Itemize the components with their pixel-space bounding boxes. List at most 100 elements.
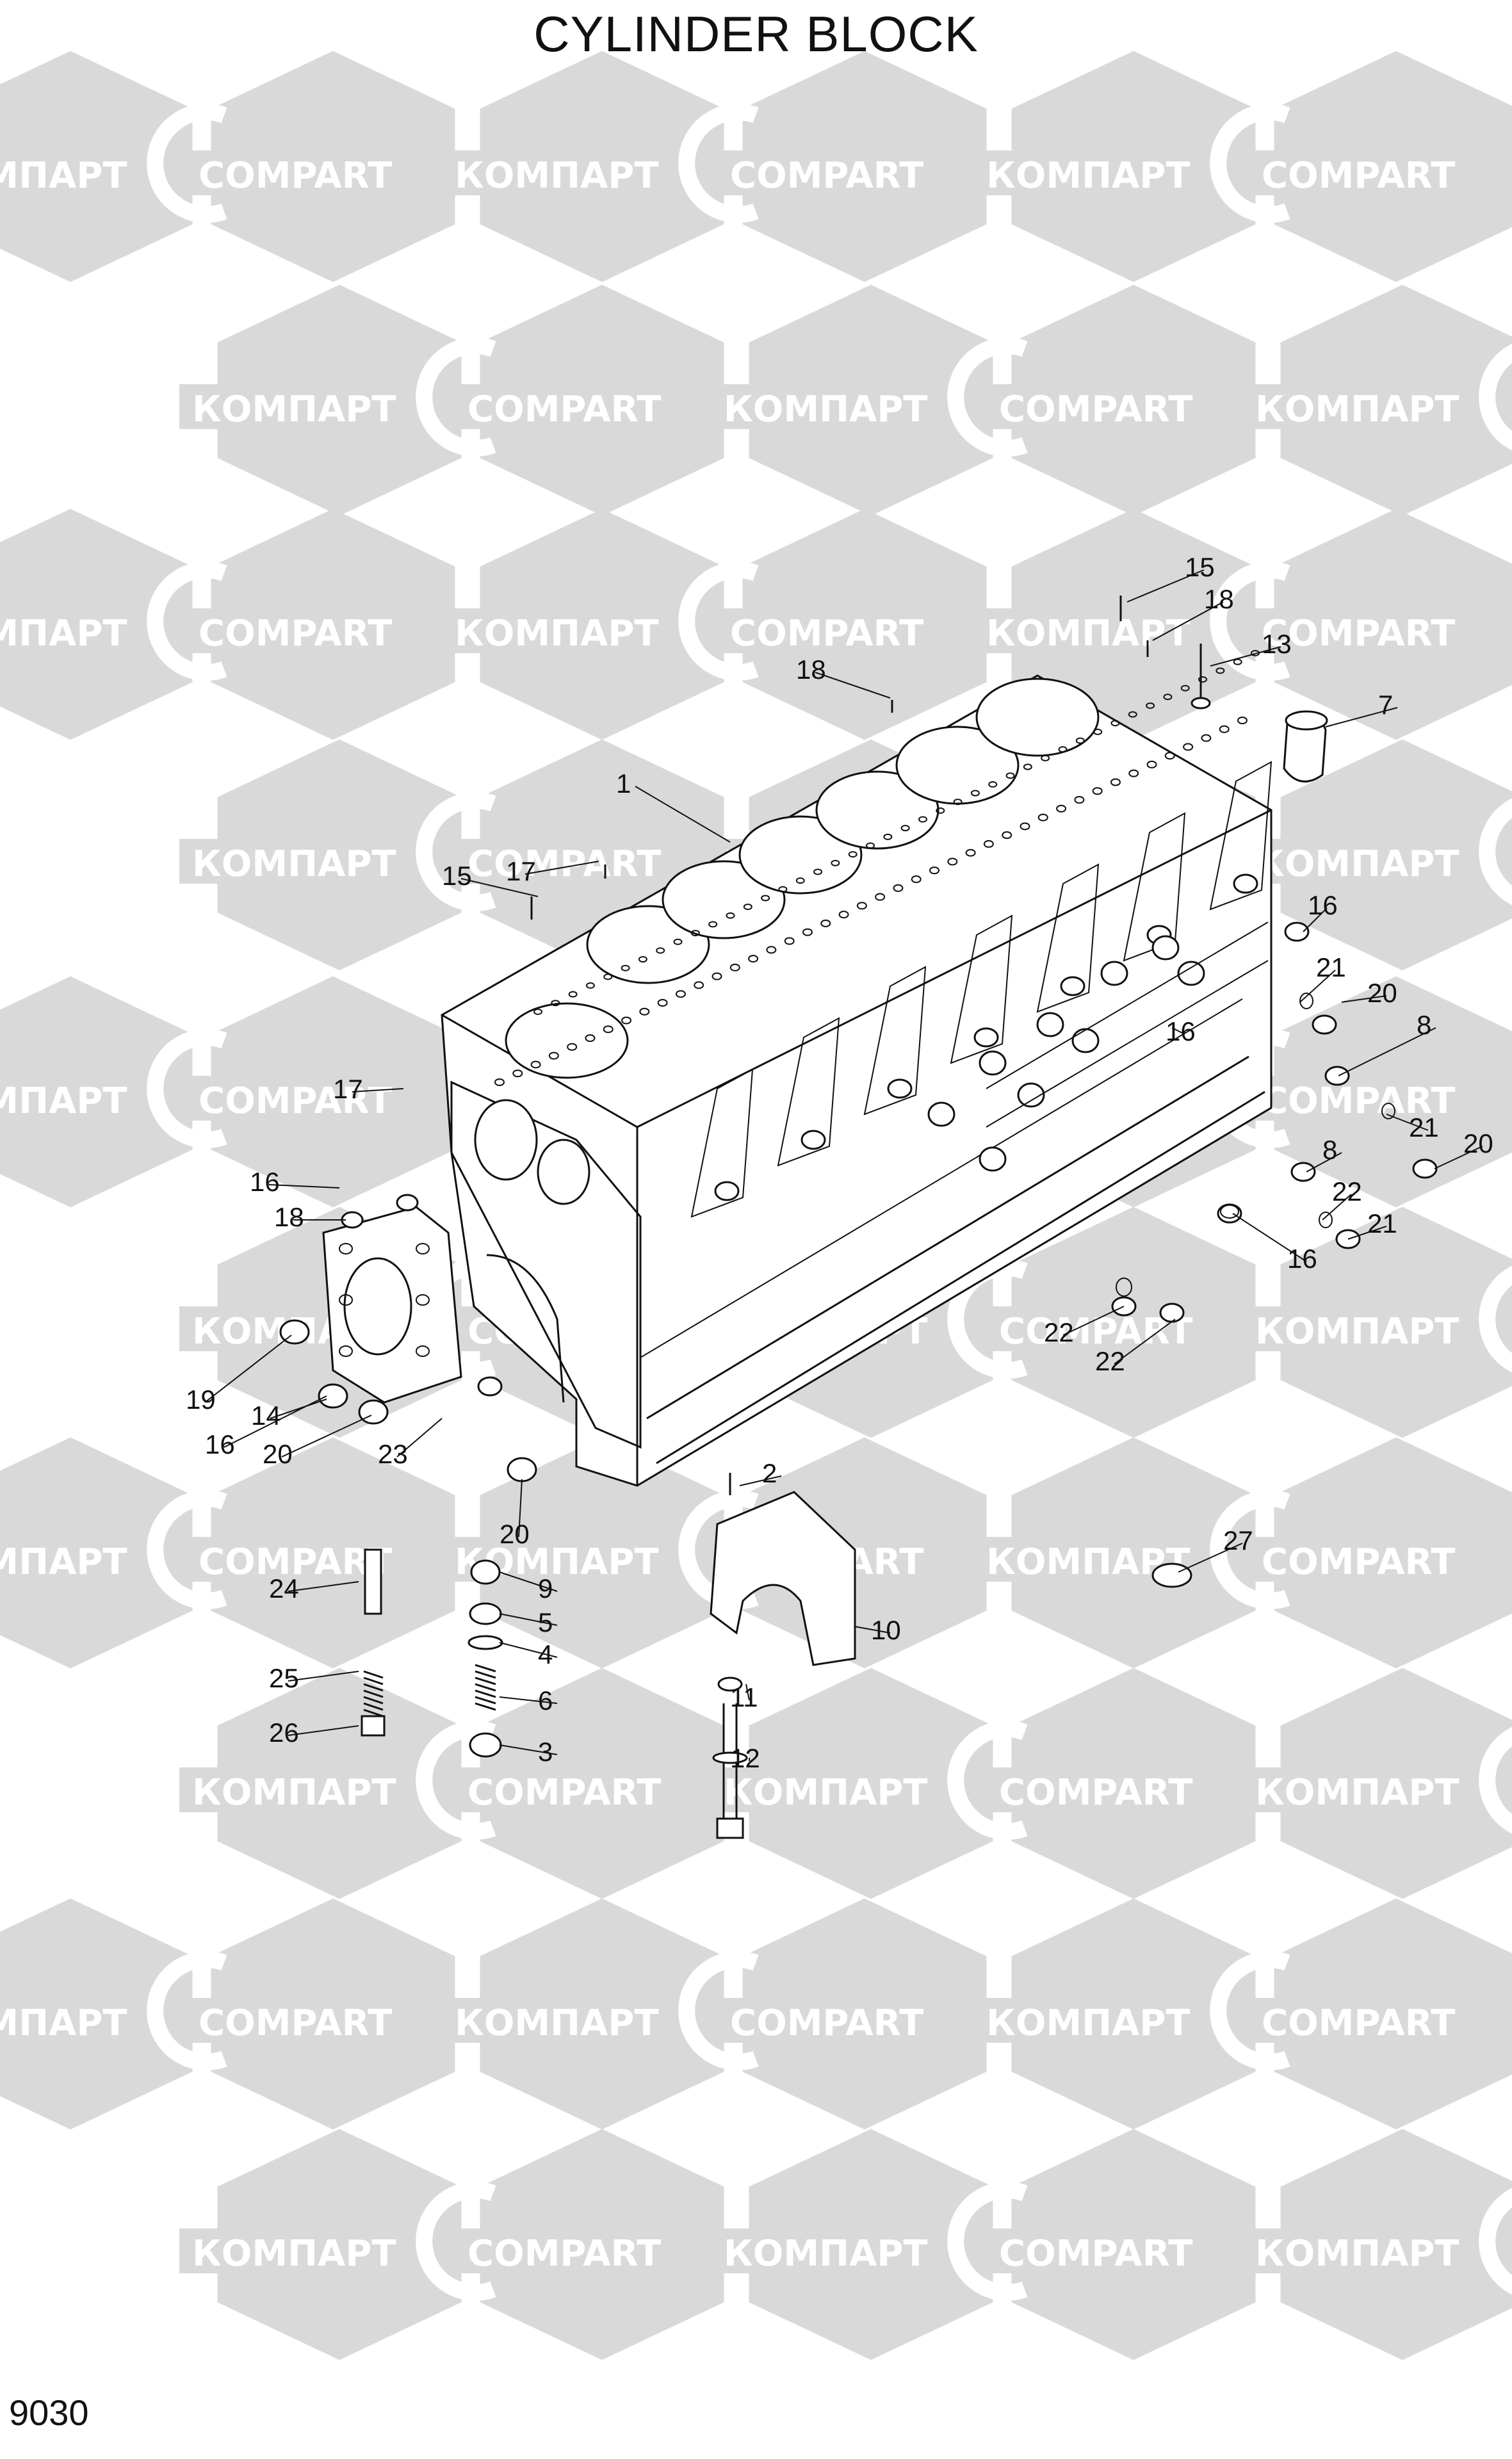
bolt-hole <box>690 930 700 937</box>
gallery-boss <box>979 1146 1007 1172</box>
callout-number: 21 <box>1409 1112 1439 1142</box>
crank-web <box>1209 761 1272 911</box>
callout: 16 <box>1232 1213 1317 1274</box>
flange-bolt-hole <box>416 1243 430 1254</box>
callout: 20 <box>1341 978 1397 1008</box>
bolt-hole <box>585 982 595 989</box>
bolt-collar <box>712 1751 748 1764</box>
seat <box>469 1602 502 1625</box>
callout-number: 22 <box>1095 1346 1125 1376</box>
leader-line <box>1306 1152 1342 1173</box>
callout: 7 <box>1325 690 1398 727</box>
bolt-hole <box>1180 685 1190 692</box>
bolt-hole <box>813 868 823 875</box>
bolt-hole <box>936 807 945 814</box>
watermark-logo: КОМПАРТ COMPART <box>0 508 493 740</box>
bolt-hole <box>638 956 647 963</box>
bolt-hole <box>548 1051 559 1060</box>
bolt-hole <box>1075 737 1085 744</box>
callout-number: 16 <box>205 1429 235 1459</box>
leader-line <box>396 1418 443 1457</box>
bolt-hole <box>639 1007 650 1016</box>
bolt-hole <box>1198 676 1208 683</box>
relief-plug <box>361 1715 386 1737</box>
plug <box>396 1194 419 1212</box>
bolt-hole <box>673 938 683 945</box>
callout-number: 16 <box>250 1167 280 1197</box>
bolt-hole <box>1146 702 1155 709</box>
callout: 16 <box>250 1167 340 1197</box>
leader-line <box>1386 1114 1429 1131</box>
leader-line <box>1347 1226 1387 1240</box>
watermark-text-latin: COMPART <box>199 613 392 654</box>
leader-line <box>499 1642 558 1658</box>
bolt-hole <box>831 859 840 866</box>
watermark-text-latin: COMPART <box>730 613 923 654</box>
leader-line <box>1325 707 1398 727</box>
watermark-text-cyrillic: КОМПАРТ <box>0 1080 127 1122</box>
bolt-hole <box>743 904 752 911</box>
bolt-hole <box>1183 743 1194 751</box>
leader-line <box>1210 646 1281 667</box>
callout: 22 <box>1044 1306 1125 1347</box>
plug <box>477 1376 503 1397</box>
crank-web <box>777 1017 840 1167</box>
washer <box>717 1676 743 1692</box>
callout-number: 24 <box>269 1573 299 1603</box>
bolt-hole <box>675 990 686 998</box>
callout-number: 23 <box>378 1439 408 1469</box>
leader-line <box>745 1684 750 1701</box>
leader-line <box>635 786 731 843</box>
callout-number: 20 <box>500 1519 530 1549</box>
leader-line <box>1434 1146 1483 1169</box>
callout-number: 18 <box>1204 584 1234 614</box>
relief-spring <box>363 1670 384 1717</box>
crank-web <box>1036 863 1100 1013</box>
callout: 4 <box>499 1639 558 1669</box>
flange-bolt-hole <box>339 1345 353 1357</box>
cylinder-bore <box>895 726 1020 805</box>
bolt-hole <box>726 912 735 919</box>
front-bore <box>474 1099 538 1181</box>
gallery-boss <box>1100 961 1128 986</box>
valve-spring <box>475 1664 496 1711</box>
callout: 6 <box>499 1685 558 1716</box>
callout: 26 <box>269 1717 359 1748</box>
watermark-text-latin: COMPART <box>730 155 923 197</box>
leader-line <box>1322 1194 1352 1221</box>
bolt-hole <box>795 877 805 884</box>
callout: 14 <box>251 1399 327 1431</box>
callout: 23 <box>378 1418 443 1469</box>
bolt-hole <box>1058 746 1068 753</box>
gallery-boss <box>979 1050 1007 1076</box>
callout-number: 2 <box>762 1458 777 1488</box>
leader-line <box>1114 1319 1176 1365</box>
watermark-text-latin: COMPART <box>1262 155 1455 197</box>
bolt-hole <box>1237 717 1248 724</box>
watermark-text-latin: COMPART <box>1262 1080 1455 1122</box>
watermark-text-cyrillic: КОМПАРТ <box>0 613 127 654</box>
cam-bushing-rim <box>1285 710 1328 731</box>
web-boss <box>801 1130 826 1150</box>
leader-line <box>1299 970 1336 1003</box>
callout: 13 <box>1210 629 1292 667</box>
callout-number: 17 <box>506 856 536 886</box>
bolt-hole <box>1201 734 1212 742</box>
bolt-hole <box>729 963 740 971</box>
callout: 9 <box>499 1571 558 1603</box>
watermark-text-latin: COMPART <box>199 2002 392 2044</box>
bolt-hole <box>530 1060 541 1069</box>
callout-number: 5 <box>538 1607 553 1637</box>
watermark-text-cyrillic: КОМПАРТ <box>1255 2233 1459 2275</box>
callout-number: 4 <box>538 1639 553 1669</box>
leader-line <box>288 1671 359 1682</box>
callout: 21 <box>1347 1208 1397 1240</box>
bolt-hole <box>1041 754 1050 761</box>
leader-line <box>288 1581 359 1592</box>
